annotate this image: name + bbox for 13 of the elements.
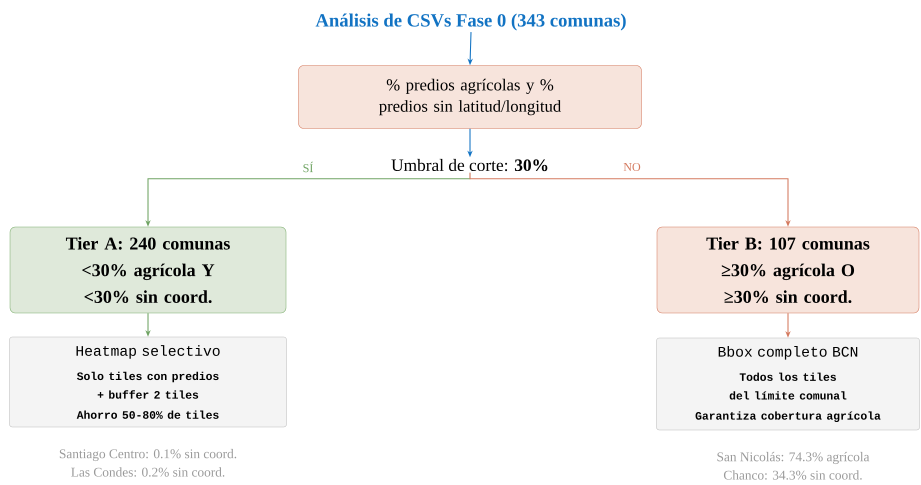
- edge-label: NO: [622, 162, 642, 172]
- tier-box: Tier A: 240 comunas <30% agrícola Y <30% sin coord.: [10, 226, 286, 314]
- example-note: San Nicolás: 74.3% agrícola: [717, 452, 870, 464]
- strategy-box: Bbox completo BCN Todos los tiles del límite comunal Garantiza cobertura agrícola: [656, 338, 920, 430]
- strategy-box: Heatmap selectivo Solo tiles con predios + buffer 2 tiles Ahorro 50-80% de tiles: [9, 336, 287, 428]
- process-box: % predios agrícolas y % predios sin latitud/longitud: [298, 65, 642, 129]
- threshold-text: Umbral de corte: 30%: [391, 158, 548, 172]
- example-note: Las Condes: 0.2% sin coord.: [71, 467, 224, 477]
- heading-text: Análisis de CSVs Fase 0 (343 comunas): [316, 14, 626, 30]
- example-note: Santiago Centro: 0.1% sin coord.: [60, 448, 236, 462]
- tier-box: Tier B: 107 comunas ≥30% agrícola O ≥30% sin coord.: [656, 226, 920, 314]
- example-note: Chanco: 34.3% sin coord.: [724, 470, 862, 480]
- edge-label: SÍ: [301, 160, 315, 174]
